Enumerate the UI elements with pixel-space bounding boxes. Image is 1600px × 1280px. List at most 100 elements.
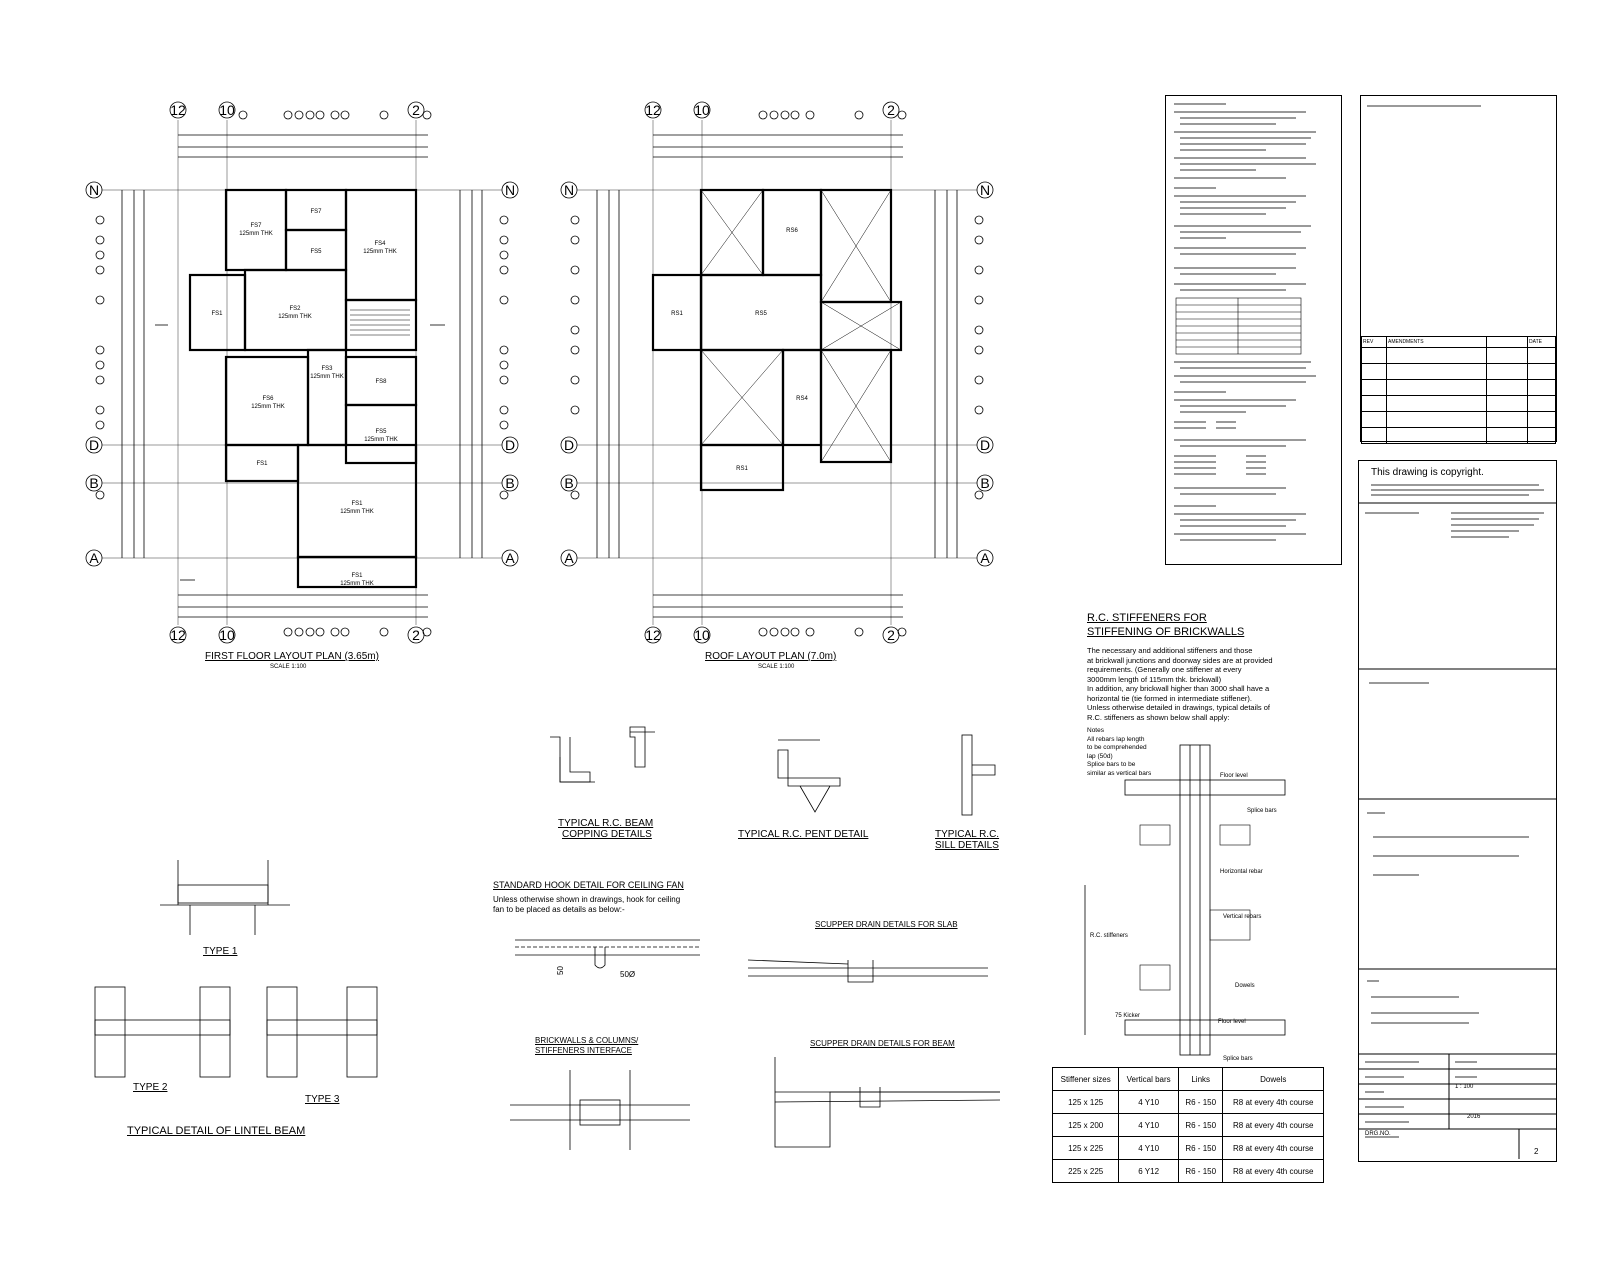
svg-text:10: 10 [219,627,235,643]
sill-detail-title-2: SILL DETAILS [935,840,999,851]
svg-text:2: 2 [412,102,420,118]
svg-text:B: B [89,475,98,491]
title-block-revisions: REV AMENDMENTS DATE [1360,95,1557,444]
svg-text:2: 2 [887,627,895,643]
stiffener-elevation-drawing: Floor level Splice bars Horizontal rebar… [1084,744,1286,1062]
svg-text:FS1: FS1 [351,573,363,579]
beam-copping-title-2: COPPING DETAILS [562,829,652,840]
pent-detail [777,739,841,813]
hook-note-2: fan to be placed as details as below:- [493,905,625,914]
sill-detail [961,734,996,816]
notes-text-lines [1174,103,1316,541]
drawing-number-label: DRG.NO. [1365,1131,1391,1137]
svg-text:FS6: FS6 [262,396,274,402]
svg-text:10: 10 [694,102,710,118]
svg-text:FS5: FS5 [375,429,387,435]
stiffeners-paragraph: The necessary and additional stiffeners … [1087,646,1273,722]
sill-detail-title-1: TYPICAL R.C. [935,829,1000,840]
svg-text:B: B [980,475,989,491]
svg-text:2: 2 [887,102,895,118]
svg-text:10: 10 [219,102,235,118]
svg-text:RS4: RS4 [796,396,808,402]
copyright-notice: This drawing is copyright. [1371,467,1484,478]
title-block-main: This drawing is copyright. [1358,460,1557,1162]
svg-text:Horizontal rebar: Horizontal rebar [1220,869,1263,875]
grid-bubble-12 [169,101,187,119]
svg-text:B: B [505,475,514,491]
svg-text:FS1: FS1 [351,501,363,507]
lintel-type1-label: TYPE 1 [203,946,238,957]
grid-bubble-10 [218,101,236,119]
svg-text:125mm THK: 125mm THK [278,314,312,320]
svg-text:Splice bars: Splice bars [1247,808,1277,814]
first-floor-scale: SCALE 1:100 [270,664,307,670]
stiffeners-title-2: STIFFENING OF BRICKWALLS [1087,626,1245,638]
brick-interface-drawing [510,1070,690,1150]
svg-text:125mm THK: 125mm THK [363,249,397,255]
roof-plan-scale: SCALE 1:100 [758,664,795,670]
hook-dim-2: 50Ø [620,970,636,979]
svg-text:FS7: FS7 [250,223,262,229]
svg-text:Splice bars: Splice bars [1223,1056,1253,1062]
stiffeners-notes: Notes All rebars lap length to be compre… [1087,727,1152,777]
lintel-title: TYPICAL DETAIL OF LINTEL BEAM [127,1125,306,1137]
scale-value: 1 : 100 [1455,1084,1474,1090]
stiffeners-title-1: R.C. STIFFENERS FOR [1087,612,1207,624]
svg-text:12: 12 [170,627,186,643]
svg-text:N: N [980,182,990,198]
svg-text:FS2: FS2 [289,306,301,312]
lintel-type3-drawing [266,986,378,1078]
svg-text:N: N [564,182,574,198]
svg-text:A: A [980,550,990,566]
beam-copping-title-1: TYPICAL R.C. BEAM [558,818,654,829]
grid-label-12: 12 [170,102,186,118]
svg-text:FS1: FS1 [256,461,268,467]
svg-text:125mm THK: 125mm THK [364,437,398,443]
brick-interface-title-1: BRICKWALLS & COLUMNS/ [535,1036,639,1045]
svg-text:125mm THK: 125mm THK [239,231,273,237]
svg-text:12: 12 [645,102,661,118]
svg-text:D: D [980,437,990,453]
svg-text:A: A [564,550,574,566]
svg-text:Dowels: Dowels [1235,983,1255,989]
svg-text:D: D [564,437,574,453]
beam-copping-detail [550,726,655,783]
lintel-type2-label: TYPE 2 [133,1082,168,1093]
revision-table: REV AMENDMENTS DATE [1361,336,1556,444]
hook-note-1: Unless otherwise shown in drawings, hook… [493,895,681,904]
scupper-slab-title: SCUPPER DRAIN DETAILS FOR SLAB [815,920,958,929]
pent-detail-title: TYPICAL R.C. PENT DETAIL [738,829,869,840]
roof-plan-title: ROOF LAYOUT PLAN (7.0m) [705,651,837,662]
svg-text:FS8: FS8 [375,379,387,385]
svg-text:N: N [505,182,515,198]
svg-text:A: A [89,550,99,566]
sheet-number: 2 [1534,1147,1539,1156]
date-value: 2016 [1467,1114,1481,1120]
scupper-slab-drawing [748,959,988,983]
lintel-type1-drawing [160,860,290,935]
svg-text:D: D [505,437,515,453]
svg-text:RS5: RS5 [755,311,767,317]
svg-text:RS6: RS6 [786,228,798,234]
lintel-type2-drawing [94,986,231,1078]
svg-text:RS1: RS1 [736,466,748,472]
scupper-beam-title: SCUPPER DRAIN DETAILS FOR BEAM [810,1039,955,1048]
svg-text:B: B [564,475,573,491]
svg-text:125mm THK: 125mm THK [340,509,374,515]
svg-text:FS3: FS3 [321,366,333,372]
first-floor-layout-plan: 12 10 2 12 10 2 N N D D B B A A FS7125mm… [85,101,519,644]
svg-text:75 Kicker: 75 Kicker [1115,1013,1140,1019]
svg-text:FS7: FS7 [310,209,322,215]
svg-text:125mm THK: 125mm THK [340,581,374,587]
svg-text:N: N [89,182,99,198]
svg-text:125mm THK: 125mm THK [310,374,344,380]
first-floor-title: FIRST FLOOR LAYOUT PLAN (3.65m) [205,651,379,662]
svg-text:A: A [505,550,515,566]
svg-text:D: D [89,437,99,453]
scupper-beam-drawing [774,1057,1001,1148]
svg-text:FS5: FS5 [310,249,322,255]
